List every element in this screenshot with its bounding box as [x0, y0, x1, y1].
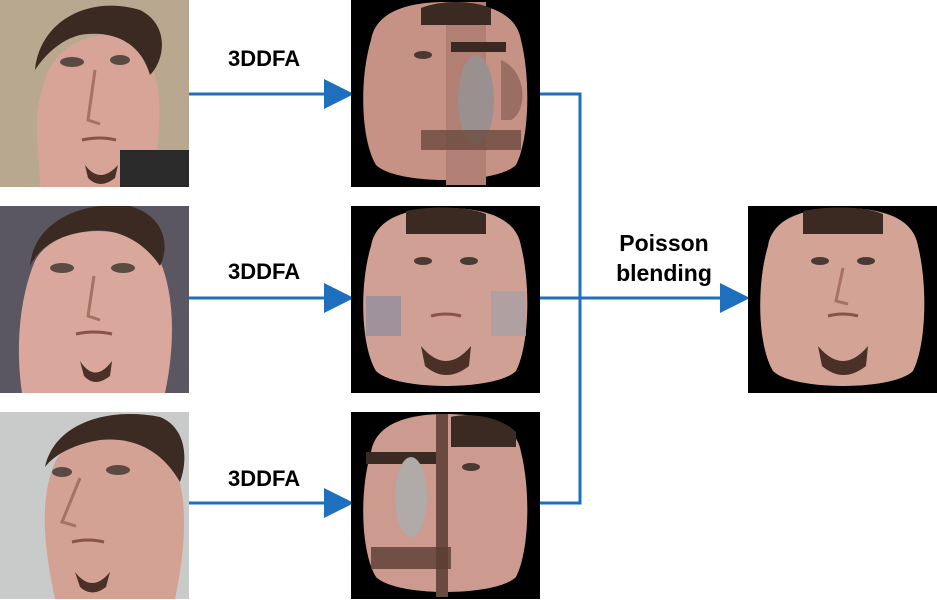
input-photo-3: [0, 412, 189, 599]
warped-face-2: [351, 206, 540, 393]
step-label-2: 3DDFA: [228, 259, 301, 284]
input-photo-2: [0, 206, 189, 393]
merge-method-label: Poisson blending: [600, 228, 728, 288]
step-label-3: 3DDFA: [228, 466, 301, 491]
warped-face-3: [351, 412, 540, 599]
step-label-1: 3DDFA: [228, 46, 301, 71]
warped-face-1: [351, 0, 540, 187]
merge-label-line-1: Poisson: [619, 230, 709, 256]
merge-label-line-2: blending: [616, 260, 712, 286]
blended-output-face: [748, 206, 937, 393]
input-photo-1: [0, 0, 189, 187]
